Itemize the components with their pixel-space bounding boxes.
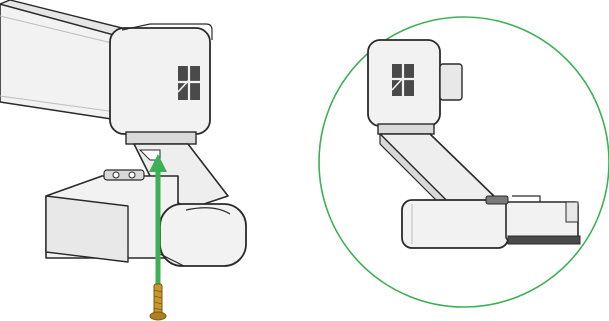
detail-view [319,17,609,307]
window-logo-icon [178,66,200,100]
window-logo-icon [392,64,414,96]
device-full-view [0,0,246,320]
end-cap [110,24,212,134]
cap-collar [126,132,196,144]
detail-clamp [402,196,580,248]
clamp-front [160,204,246,266]
screw-icon [150,284,166,320]
detail-circle [319,17,609,307]
